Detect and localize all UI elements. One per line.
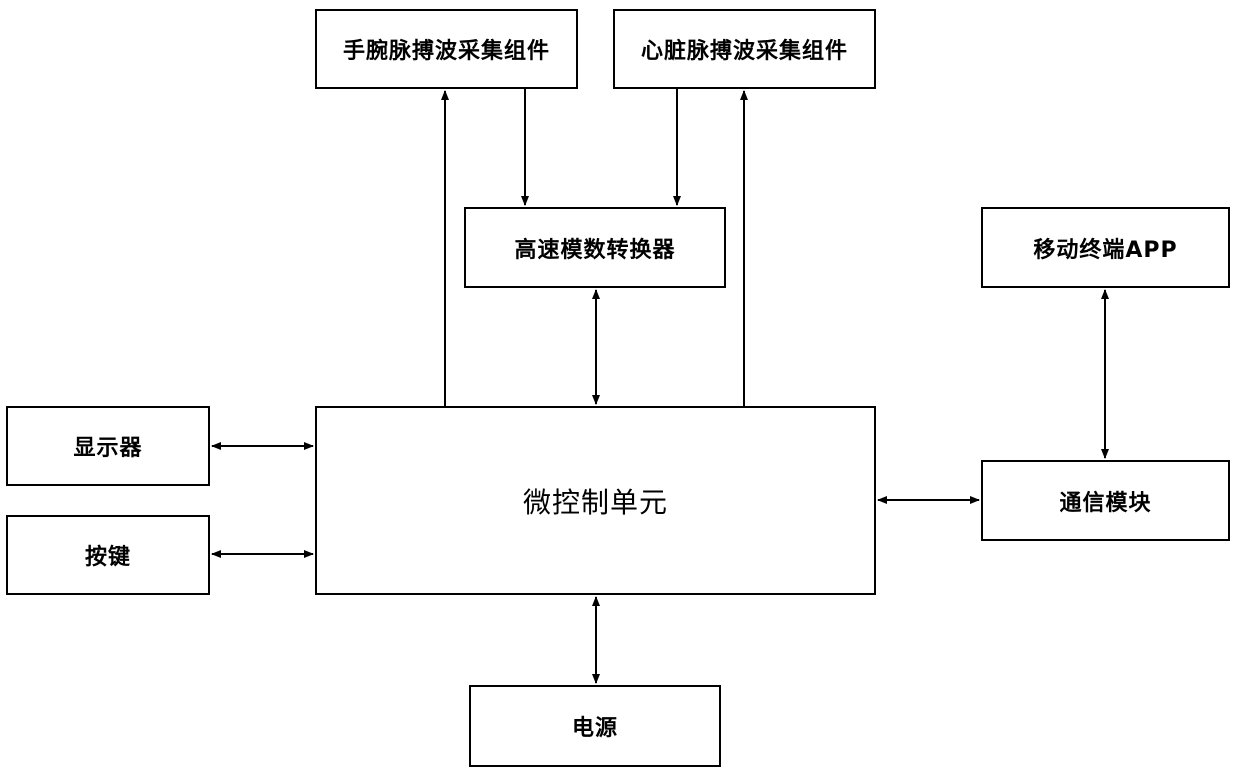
keys-label: 按键 <box>85 539 131 571</box>
display-block: 显示器 <box>6 406 210 486</box>
keys-block: 按键 <box>6 515 210 595</box>
wrist-pulse-label: 手腕脉搏波采集组件 <box>343 33 550 65</box>
adc-block: 高速模数转换器 <box>464 207 726 288</box>
heart-pulse-label: 心脏脉搏波采集组件 <box>641 33 848 65</box>
communication-module-block: 通信模块 <box>981 460 1230 541</box>
mcu-block: 微控制单元 <box>315 406 876 595</box>
power-supply-label: 电源 <box>572 710 618 742</box>
power-supply-block: 电源 <box>469 685 721 767</box>
mobile-app-label: 移动终端APP <box>1033 232 1177 264</box>
display-label: 显示器 <box>73 430 142 462</box>
heart-pulse-acquisition-block: 心脏脉搏波采集组件 <box>613 9 876 89</box>
mcu-label: 微控制单元 <box>523 481 668 521</box>
mobile-app-block: 移动终端APP <box>981 207 1230 288</box>
communication-module-label: 通信模块 <box>1059 485 1151 517</box>
wrist-pulse-acquisition-block: 手腕脉搏波采集组件 <box>315 9 578 89</box>
adc-label: 高速模数转换器 <box>514 232 675 264</box>
